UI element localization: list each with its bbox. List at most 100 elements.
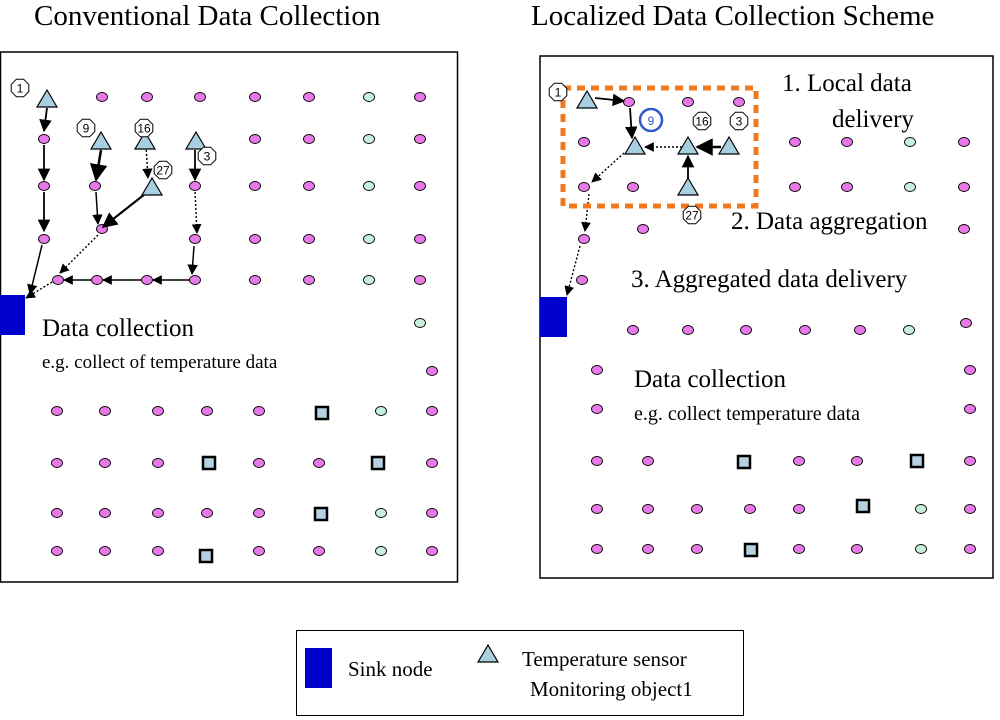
node-id-badge-left: 16 <box>134 118 154 138</box>
sensor-node-pink <box>682 325 694 335</box>
data-path-arrow <box>594 93 626 107</box>
sensor-node-pink <box>303 134 315 144</box>
sensor-node-pink <box>99 546 111 556</box>
sensor-node-pink <box>141 275 153 285</box>
sensor-node-pink <box>189 275 201 285</box>
sensor-node-pink <box>642 504 654 514</box>
dotted-data-path-arrow <box>581 193 591 232</box>
sensor-node-green <box>915 504 927 514</box>
sensor-node-pink <box>591 456 603 466</box>
sensor-node-pink <box>414 275 426 285</box>
sensor-node-pink <box>426 406 438 416</box>
node-id-highlighted: 9 <box>648 114 655 128</box>
svg-text:16: 16 <box>695 115 709 129</box>
temperature-sensor <box>623 135 647 155</box>
sensor-node-pink <box>793 504 805 514</box>
sensor-node-pink <box>841 137 853 147</box>
sensor-node-pink <box>627 182 639 192</box>
sensor-node-pink <box>958 224 970 234</box>
sensor-node-pink <box>591 504 603 514</box>
sensor-node-pink <box>189 181 201 191</box>
sensor-node-pink <box>682 97 694 107</box>
sensor-node-pink <box>414 92 426 102</box>
sensor-node-pink <box>964 456 976 466</box>
sensor-node-pink <box>744 504 756 514</box>
step3-label: 3. Aggregated data delivery <box>631 266 908 293</box>
sensor-node-pink <box>964 365 976 375</box>
legend-object-label: Monitoring object1 <box>530 677 693 701</box>
legend-sensor-label: Temperature sensor <box>522 647 687 671</box>
sensor-node-pink <box>964 544 976 554</box>
sensor-node-pink <box>691 544 703 554</box>
data-path-arrow <box>89 149 108 182</box>
sensor-node-pink <box>52 275 64 285</box>
svg-text:3: 3 <box>736 115 743 129</box>
data-path-arrow <box>92 191 103 226</box>
data-path-arrow <box>624 107 638 140</box>
legend-temperature-sensor-icon <box>476 643 500 663</box>
sensor-node-pink <box>51 508 63 518</box>
sensor-node-pink <box>303 275 315 285</box>
node-id-badge-left: 27 <box>153 160 173 180</box>
sensor-node-pink <box>414 134 426 144</box>
left-title: Conventional Data Collection <box>34 0 381 32</box>
data-path-arrow <box>39 107 52 133</box>
node-id-badge-left: 3 <box>197 146 217 166</box>
sensor-node-pink <box>789 182 801 192</box>
sensor-node-green <box>375 546 387 556</box>
sensor-node-pink <box>591 404 603 414</box>
left-data-collection-label: Data collection <box>42 315 195 342</box>
temperature-sensor <box>35 88 59 108</box>
sensor-node-green <box>363 134 375 144</box>
temperature-sensor <box>717 135 741 155</box>
sensor-node-pink <box>851 544 863 554</box>
sensor-node-pink <box>51 458 63 468</box>
sensor-node-pink <box>249 92 261 102</box>
sensor-node-pink <box>152 546 164 556</box>
sensor-node-pink <box>958 182 970 192</box>
sensor-node-pink <box>576 275 588 285</box>
sensor-node-pink <box>591 544 603 554</box>
sensor-node-pink <box>152 458 164 468</box>
sensor-node-green <box>363 92 375 102</box>
sensor-node-green <box>375 406 387 416</box>
sensor-node-pink <box>637 224 649 234</box>
monitoring-object <box>313 506 329 522</box>
temperature-sensor <box>140 176 164 196</box>
dotted-data-path-arrow <box>564 245 581 296</box>
node-id-badge-right: 1 <box>548 82 568 102</box>
right-panel <box>539 55 994 579</box>
sensor-node-pink <box>253 546 265 556</box>
highlight-circle-9 <box>638 107 664 133</box>
node-id-badge-right: 16 <box>692 111 712 131</box>
sensor-node-pink <box>303 234 315 244</box>
sensor-node-pink <box>578 182 590 192</box>
temperature-sensor <box>89 130 113 150</box>
monitoring-object <box>909 453 925 469</box>
svg-text:9: 9 <box>83 122 90 136</box>
sensor-node-pink <box>96 92 108 102</box>
dotted-data-path-arrow <box>59 234 99 274</box>
sensor-node-pink <box>426 458 438 468</box>
dotted-data-path-arrow <box>25 281 53 299</box>
sensor-node-pink <box>38 134 50 144</box>
sensor-node-pink <box>99 458 111 468</box>
right-data-collection-label: Data collection <box>634 366 787 393</box>
dotted-data-path-arrow <box>191 191 202 234</box>
dotted-data-path-arrow <box>591 152 625 183</box>
svg-text:27: 27 <box>685 209 699 223</box>
monitoring-object <box>743 542 759 558</box>
sink-node-left <box>0 295 25 335</box>
right-example-label: e.g. collect temperature data <box>634 403 860 425</box>
sensor-node-pink <box>642 544 654 554</box>
svg-text:3: 3 <box>204 150 211 164</box>
sensor-node-pink <box>253 458 265 468</box>
temperature-sensor <box>184 130 208 150</box>
monitoring-object <box>201 455 217 471</box>
sensor-node-pink <box>414 234 426 244</box>
sensor-node-pink <box>38 234 50 244</box>
sensor-node-pink <box>964 404 976 414</box>
sensor-node-pink <box>303 92 315 102</box>
sensor-node-pink <box>313 546 325 556</box>
